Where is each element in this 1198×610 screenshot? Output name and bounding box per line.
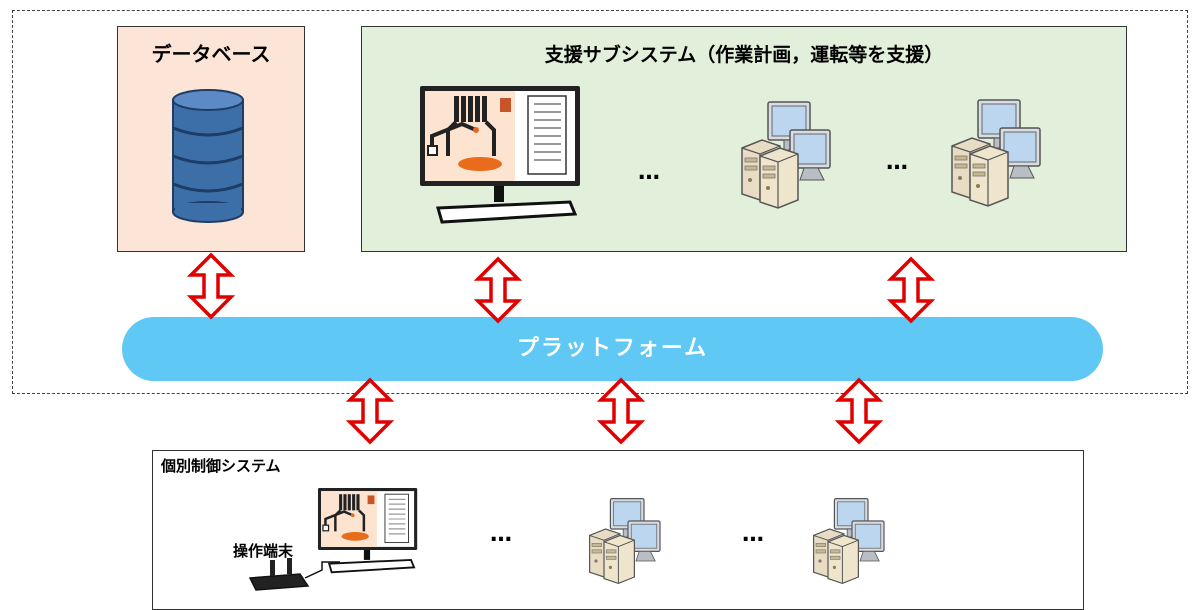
ellipsis: …	[638, 160, 663, 185]
double-arrow-icon	[599, 378, 643, 444]
platform-label: プラットフォーム	[516, 336, 709, 361]
diagram-graphics	[172, 84, 1041, 591]
individual-server-icon-2	[812, 498, 885, 585]
support-operator-monitor-icon	[418, 84, 582, 224]
upper-system-boundary	[12, 10, 1188, 394]
ellipsis: …	[742, 522, 767, 547]
operation-terminal-label: 操作端末	[233, 542, 294, 560]
double-arrow-icon	[348, 378, 392, 444]
operation-terminal-controller-icon	[248, 558, 340, 591]
individual-server-icon-1	[588, 498, 661, 585]
support-subsystem-title: 支援サブシステム（作業計画，運転等を支援）	[544, 44, 944, 66]
support-server-icon-1	[741, 101, 831, 209]
platform-bar	[122, 317, 1103, 381]
database-cylinder-icon	[172, 89, 244, 223]
ellipsis: …	[886, 150, 911, 175]
ellipsis: …	[490, 522, 515, 547]
double-arrow-icon	[189, 253, 233, 319]
double-arrow-icon	[837, 378, 881, 444]
individual-control-system-title: 個別制御システム	[161, 457, 281, 475]
double-arrow-icon	[889, 257, 933, 323]
operation-terminal-monitor-icon	[316, 486, 419, 574]
double-arrow-icon	[476, 257, 520, 323]
support-server-icon-2	[951, 99, 1041, 207]
database-title: データベース	[151, 42, 271, 66]
